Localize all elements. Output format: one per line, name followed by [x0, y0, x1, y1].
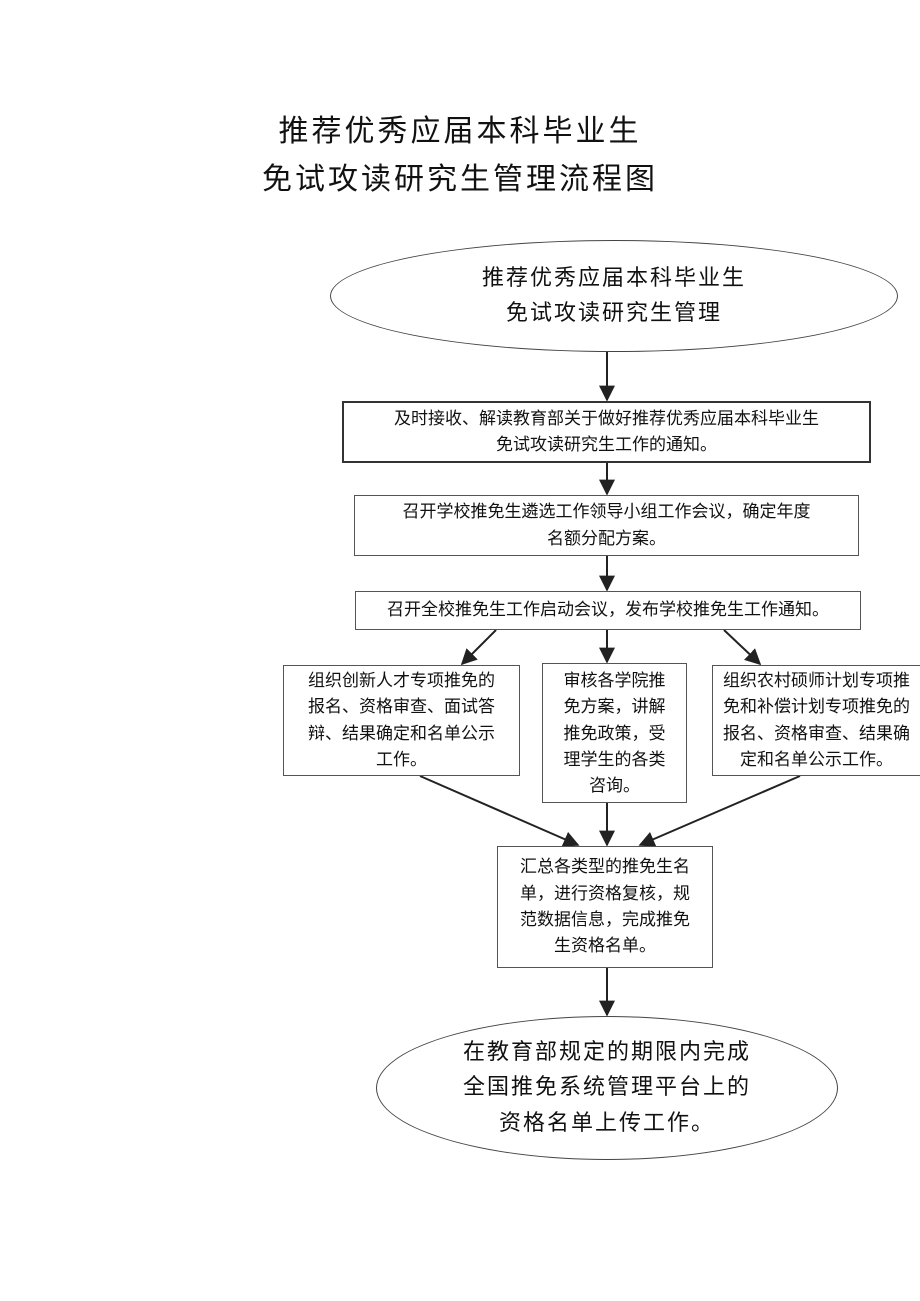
arrow-step3-to-left	[460, 629, 497, 666]
page-title-line2: 免试攻读研究生管理流程图	[262, 162, 658, 197]
flow-start-oval: 推荐优秀应届本科毕业生 免试攻读研究生管理	[330, 240, 898, 352]
arrow-left-to-step5	[419, 775, 580, 847]
page-title-line1: 推荐优秀应届本科毕业生	[278, 114, 642, 149]
flow-branch-left-text: 组织创新人才专项推免的 报名、资格审查、面试答 辩、结果确定和名单公示 工作。	[308, 670, 495, 770]
flow-step1-box: 及时接收、解读教育部关于做好推荐优秀应届本科毕业生 免试攻读研究生工作的通知。	[342, 401, 871, 463]
arrow-step3-to-right	[723, 629, 762, 666]
arrow-right-to-step5	[638, 775, 801, 847]
flow-branch-middle-box: 审核各学院推 免方案，讲解 推免政策，受 理学生的各类 咨询。	[542, 663, 687, 803]
flow-step5-box: 汇总各类型的推免生名 单，进行资格复核，规 范数据信息，完成推免 生资格名单。	[497, 846, 713, 968]
flow-start-text: 推荐优秀应届本科毕业生 免试攻读研究生管理	[481, 265, 746, 326]
flow-branch-left-box: 组织创新人才专项推免的 报名、资格审查、面试答 辩、结果确定和名单公示 工作。	[283, 665, 520, 776]
flow-step5-text: 汇总各类型的推免生名 单，进行资格复核，规 范数据信息，完成推免 生资格名单。	[520, 857, 690, 957]
flow-end-oval: 在教育部规定的期限内完成 全国推免系统管理平台上的 资格名单上传工作。	[376, 1016, 838, 1160]
flow-end-text: 在教育部规定的期限内完成 全国推免系统管理平台上的 资格名单上传工作。	[462, 1040, 751, 1136]
flow-branch-right-box: 组织农村硕师计划专项推 免和补偿计划专项推免的 报名、资格审查、结果确 定和名单…	[712, 665, 920, 776]
flow-branch-right-text: 组织农村硕师计划专项推 免和补偿计划专项推免的 报名、资格审查、结果确 定和名单…	[723, 670, 910, 770]
flow-step2-box: 召开学校推免生遴选工作领导小组工作会议，确定年度 名额分配方案。	[354, 495, 859, 556]
flow-branch-middle-text: 审核各学院推 免方案，讲解 推免政策，受 理学生的各类 咨询。	[563, 671, 666, 797]
flow-step2-text: 召开学校推免生遴选工作领导小组工作会议，确定年度 名额分配方案。	[402, 502, 811, 549]
flow-step3-text: 召开全校推免生工作启动会议，发布学校推免生工作通知。	[387, 600, 829, 621]
flow-step3-box: 召开全校推免生工作启动会议，发布学校推免生工作通知。	[355, 591, 861, 630]
flow-step1-text: 及时接收、解读教育部关于做好推荐优秀应届本科毕业生 免试攻读研究生工作的通知。	[394, 408, 819, 455]
